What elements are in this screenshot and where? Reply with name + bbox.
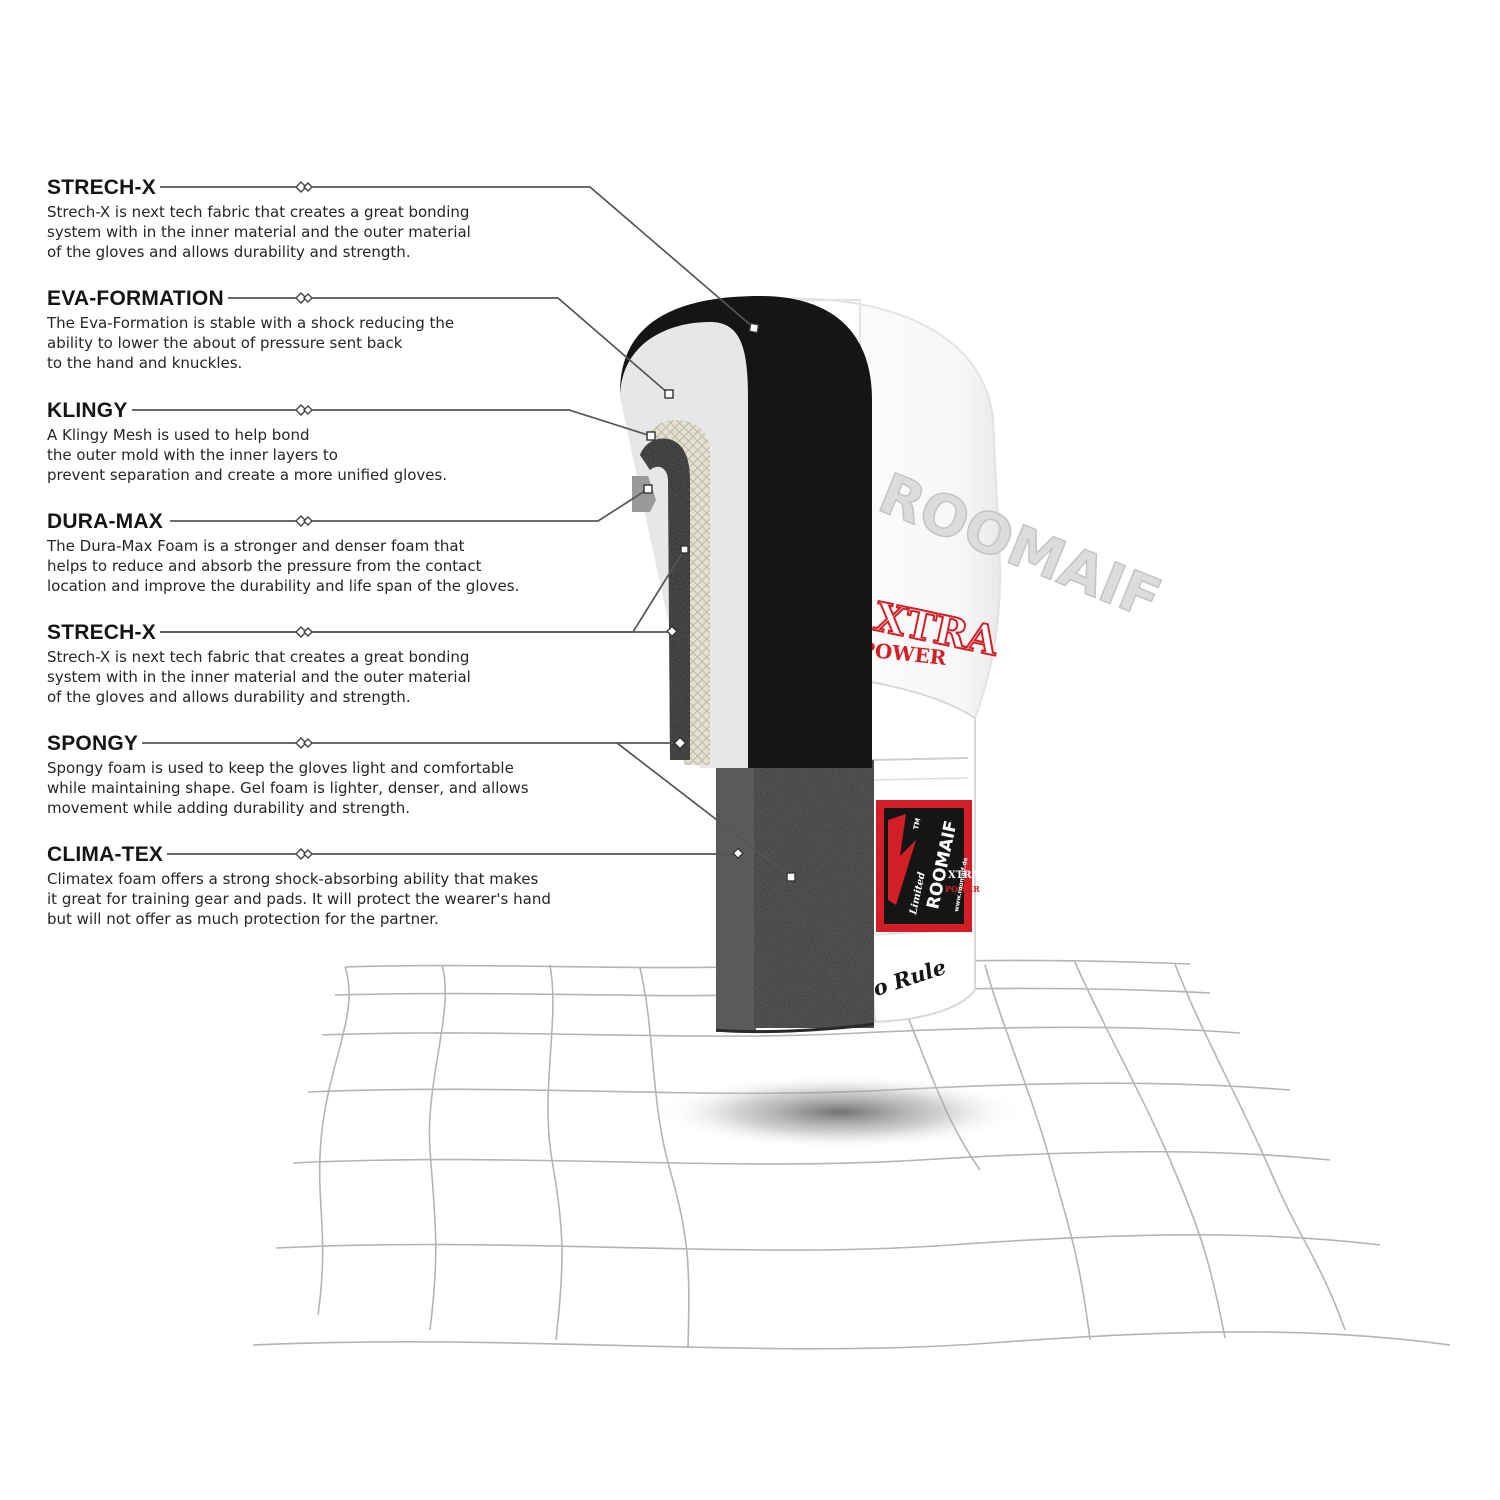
layer-title: KLINGY xyxy=(47,400,132,422)
layer-eva-formation: EVA-FORMATION The Eva-Formation is stabl… xyxy=(47,288,627,373)
layer-title: EVA-FORMATION xyxy=(47,288,228,310)
leader-endpoints xyxy=(643,322,796,882)
layer-title: DURA-MAX xyxy=(47,511,167,533)
layer-description: The Dura-Max Foam is a stronger and dens… xyxy=(47,537,520,595)
layer-spongy: SPONGY Spongy foam is used to keep the g… xyxy=(47,733,627,818)
hand-cross-section xyxy=(620,296,872,768)
patch-model: XTRA xyxy=(948,870,980,881)
leader-markers xyxy=(295,181,313,860)
layer-description: Climatex foam offers a strong shock-abso… xyxy=(47,870,551,928)
layer-title: STRECH-X xyxy=(47,622,160,644)
cuff-cross-section xyxy=(715,760,875,1034)
cuff-brand-patch: ROOMAIF TM Limited XTRA POWER www.roomai… xyxy=(876,800,980,932)
layer-dura-max: DURA-MAX The Dura-Max Foam is a stronger… xyxy=(47,511,627,596)
layer-title: STRECH-X xyxy=(47,177,160,199)
layer-title: CLIMA-TEX xyxy=(47,844,168,866)
layer-strech-x-outer: STRECH-X Strech-X is next tech fabric th… xyxy=(47,177,627,262)
ground-shadow xyxy=(655,1074,1025,1150)
layer-description: Spongy foam is used to keep the gloves l… xyxy=(47,759,529,817)
layer-clima-tex: CLIMA-TEX Climatex foam offers a strong … xyxy=(47,844,627,929)
patch-tm: TM xyxy=(912,817,922,830)
floor-grid xyxy=(252,959,1451,1350)
layer-description: A Klingy Mesh is used to help bond the o… xyxy=(47,426,448,484)
layer-klingy: KLINGY A Klingy Mesh is used to help bon… xyxy=(47,400,627,485)
layer-description: Strech-X is next tech fabric that create… xyxy=(47,203,471,261)
layer-description: The Eva-Formation is stable with a shock… xyxy=(47,314,455,372)
layer-description: Strech-X is next tech fabric that create… xyxy=(47,648,471,706)
layer-strech-x-inner: STRECH-X Strech-X is next tech fabric th… xyxy=(47,622,627,707)
layer-title: SPONGY xyxy=(47,733,143,755)
patch-sub: POWER xyxy=(945,884,980,894)
